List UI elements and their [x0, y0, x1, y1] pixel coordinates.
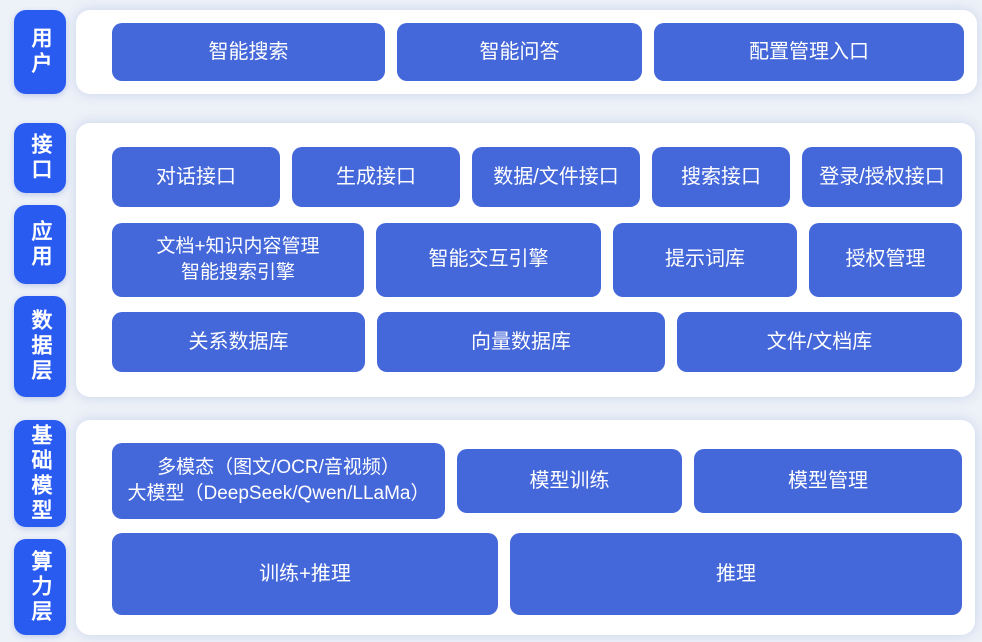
- box-inference: 推理: [510, 533, 962, 615]
- box-smart-qa: 智能问答: [397, 23, 642, 81]
- box-config-mgmt-entry: 配置管理入口: [654, 23, 964, 81]
- user-layer-panel: 智能搜索 智能问答 配置管理入口: [76, 10, 977, 94]
- box-relational-db: 关系数据库: [112, 312, 365, 372]
- bottom-layers-panel: 多模态（图文/OCR/音视频） 大模型（DeepSeek/Qwen/LLaMa）…: [76, 420, 975, 635]
- box-dialog-api: 对话接口: [112, 147, 280, 207]
- layer-label-application: 应用: [14, 205, 66, 284]
- box-training-inference: 训练+推理: [112, 533, 498, 615]
- compute-row: 训练+推理 推理: [112, 533, 962, 615]
- box-doc-knowledge-search-engine: 文档+知识内容管理 智能搜索引擎: [112, 222, 364, 297]
- box-multimodal-llm: 多模态（图文/OCR/音视频） 大模型（DeepSeek/Qwen/LLaMa）: [112, 443, 445, 519]
- interface-row: 对话接口 生成接口 数据/文件接口 搜索接口 登录/授权接口: [112, 147, 962, 207]
- box-model-training: 模型训练: [457, 449, 682, 513]
- bottom-layers-label-column: 基础模型 算力层: [14, 420, 66, 635]
- box-auth-mgmt: 授权管理: [809, 222, 962, 297]
- box-login-auth-api: 登录/授权接口: [802, 147, 962, 207]
- box-model-mgmt: 模型管理: [694, 449, 962, 513]
- model-row: 多模态（图文/OCR/音视频） 大模型（DeepSeek/Qwen/LLaMa）…: [112, 443, 962, 519]
- bottom-layers-band: 基础模型 算力层 多模态（图文/OCR/音视频） 大模型（DeepSeek/Qw…: [14, 420, 975, 635]
- box-data-file-api: 数据/文件接口: [472, 147, 640, 207]
- middle-layers-band: 接口 应用 数据层 对话接口 生成接口 数据/文件接口 搜索接口 登录/授权接口…: [14, 123, 975, 397]
- data-row: 关系数据库 向量数据库 文件/文档库: [112, 312, 962, 372]
- box-vector-db: 向量数据库: [377, 312, 665, 372]
- layer-label-user: 用户: [14, 10, 66, 94]
- layer-label-data: 数据层: [14, 296, 66, 397]
- layer-label-interface: 接口: [14, 123, 66, 193]
- box-smart-search: 智能搜索: [112, 23, 385, 81]
- user-layer-label-column: 用户: [14, 10, 66, 94]
- layer-label-compute: 算力层: [14, 539, 66, 635]
- application-row: 文档+知识内容管理 智能搜索引擎 智能交互引擎 提示词库 授权管理: [112, 222, 962, 297]
- user-layer-band: 用户 智能搜索 智能问答 配置管理入口: [14, 10, 977, 94]
- box-search-api: 搜索接口: [652, 147, 790, 207]
- user-layer-row: 智能搜索 智能问答 配置管理入口: [112, 23, 964, 81]
- box-file-doc-store: 文件/文档库: [677, 312, 962, 372]
- middle-layers-label-column: 接口 应用 数据层: [14, 123, 66, 397]
- layer-label-base-model: 基础模型: [14, 420, 66, 527]
- middle-layers-panel: 对话接口 生成接口 数据/文件接口 搜索接口 登录/授权接口 文档+知识内容管理…: [76, 123, 975, 397]
- box-prompt-library: 提示词库: [613, 222, 797, 297]
- box-interaction-engine: 智能交互引擎: [376, 222, 601, 297]
- box-generation-api: 生成接口: [292, 147, 460, 207]
